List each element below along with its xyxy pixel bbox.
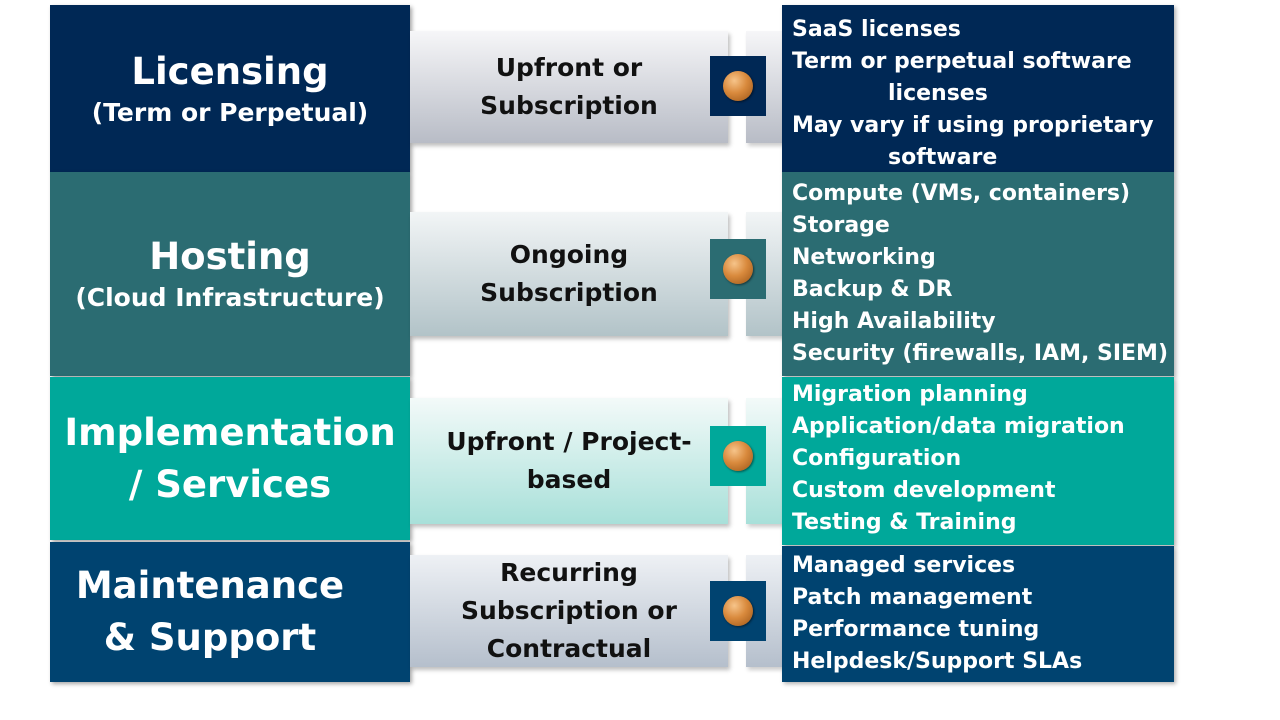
detail-item: Backup & DR [792, 277, 953, 302]
detail-item: May vary if using proprietary [792, 113, 1154, 138]
category-title: Licensing [131, 49, 329, 93]
category-subtitle: (Term or Perpetual) [91, 97, 369, 127]
detail-item: Compute (VMs, containers) [792, 181, 1131, 206]
implementation-category: Implementation / Services [50, 377, 410, 540]
detail-item: Migration planning [792, 382, 1028, 407]
detail-item: Networking [792, 245, 936, 270]
bullet-icon [723, 441, 753, 471]
hosting-details: Compute (VMs, containers) Storage Networ… [782, 172, 1174, 376]
category-title: Implementation / Services [64, 410, 396, 506]
implementation-connector [710, 426, 766, 486]
detail-item-continued: software [888, 145, 998, 170]
detail-item: Testing & Training [792, 510, 1017, 535]
bullet-icon [723, 596, 753, 626]
maintenance-category: Maintenance & Support [50, 542, 410, 682]
licensing-details: SaaS licenses Term or perpetual software… [782, 5, 1174, 172]
hosting-category: Hosting (Cloud Infrastructure) [50, 172, 410, 376]
hosting-connector [710, 239, 766, 299]
category-title: Maintenance & Support [75, 564, 345, 659]
cost-model-label: Upfront / Project-based [446, 427, 692, 494]
licensing-connector [710, 56, 766, 116]
cost-model-label: Ongoing Subscription [480, 240, 658, 307]
detail-item: Performance tuning [792, 617, 1040, 642]
implementation-cost-model: Upfront / Project-based [410, 398, 728, 524]
maintenance-cost-model: Recurring Subscription or Contractual [410, 555, 728, 667]
detail-item: Managed services [792, 553, 1016, 578]
maintenance-connector [710, 581, 766, 641]
detail-item: Helpdesk/Support SLAs [792, 649, 1083, 674]
licensing-category: Licensing (Term or Perpetual) [50, 5, 410, 172]
implementation-details: Migration planning Application/data migr… [782, 377, 1174, 545]
hosting-cost-model: Ongoing Subscription [410, 212, 728, 336]
detail-item: Configuration [792, 446, 962, 471]
category-subtitle: (Cloud Infrastructure) [75, 283, 385, 312]
licensing-cost-model: Upfront or Subscription [410, 31, 728, 143]
detail-item: Term or perpetual software [792, 49, 1132, 74]
detail-item: Security (firewalls, IAM, SIEM) [792, 341, 1168, 366]
detail-item: Custom development [792, 478, 1056, 503]
detail-item-continued: licenses [888, 81, 988, 106]
category-title: Hosting [149, 235, 311, 278]
detail-item: Patch management [792, 585, 1033, 610]
bullet-icon [723, 254, 753, 284]
detail-item: High Availability [792, 309, 996, 334]
bullet-icon [723, 71, 753, 101]
cost-model-label: Upfront or Subscription [480, 53, 658, 120]
maintenance-details: Managed services Patch management Perfor… [782, 546, 1174, 682]
detail-item: Application/data migration [792, 414, 1125, 439]
detail-item: Storage [792, 213, 890, 238]
detail-item: SaaS licenses [792, 17, 961, 42]
cost-model-label: Recurring Subscription or Contractual [461, 558, 677, 663]
